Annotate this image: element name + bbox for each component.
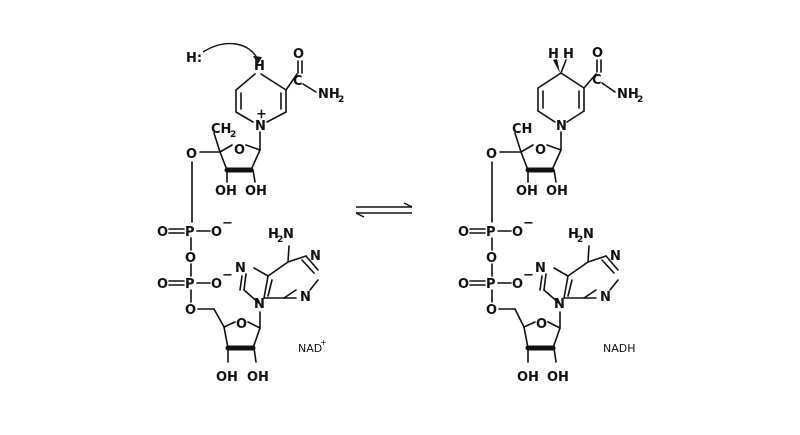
ring-h-plain: H	[563, 47, 574, 62]
nadh-adenine-ring	[539, 245, 619, 305]
nadh-upper-ester-o: O	[486, 147, 497, 162]
hydride-attack-arrow	[202, 42, 259, 61]
nadh-upper-oh-1: OH	[516, 184, 538, 199]
pyridinium-n-label: N	[255, 119, 266, 134]
nadh-amide-o-label: O	[592, 46, 603, 61]
hashed-h-bond	[553, 59, 560, 73]
bridge-o: O	[185, 251, 196, 266]
nadh-adenine-n9: N	[554, 297, 565, 312]
adenine-amino-n: N	[283, 227, 294, 242]
p2-dbl-o: O	[157, 277, 168, 292]
adenine-amino-h: H	[268, 227, 279, 242]
amide-o-label: O	[293, 47, 304, 62]
nad-plus-molecule: H: H N + C O NH 2	[157, 42, 344, 385]
dihydropyridine-ring	[537, 72, 585, 123]
nadh-amide-c-label: C	[592, 73, 602, 88]
lower-ester-o: O	[185, 303, 196, 318]
nadh-phosphorus-2: P	[486, 277, 496, 292]
upper-oh-2: OH	[245, 184, 267, 199]
adenine-n9: N	[254, 297, 265, 312]
lower-oh-1: OH	[216, 370, 238, 385]
nadh-lower-ribose	[523, 311, 561, 363]
ring-h-wedge: H	[548, 47, 559, 62]
pyridinium-ring	[235, 73, 287, 123]
lower-ribose	[223, 311, 261, 363]
adenine-n3: N	[300, 290, 311, 305]
nadh-p2-dbl-o: O	[458, 277, 469, 292]
arrow-head	[253, 56, 262, 64]
caption-nad-plus-sup: +	[320, 338, 327, 347]
upper-oh-1: OH	[215, 184, 237, 199]
dihydropyridine-n-label: N	[556, 119, 567, 134]
nadh-adenine-amino-sub2: 2	[577, 235, 583, 245]
hydride-label: H:	[186, 51, 202, 66]
upper-ester-o: O	[186, 147, 197, 162]
lower-ribose-o-label: O	[236, 317, 247, 332]
amide-sub2: 2	[338, 95, 344, 105]
upper-ch2-sub2: 2	[230, 130, 236, 140]
nadh-lower-oh-1: OH	[517, 370, 539, 385]
p1-o-minus: O	[211, 225, 222, 240]
upper-ch2-label: CH	[211, 122, 231, 137]
nadh-p1-dbl-o: O	[458, 225, 469, 240]
positive-charge: +	[256, 107, 267, 122]
phosphorus-1: P	[185, 225, 195, 240]
nadh-p2-o-minus: O	[512, 277, 523, 292]
adenine-n1: N	[310, 249, 321, 264]
amide-bond	[285, 73, 298, 91]
nadh-adenine-n7: N	[535, 261, 546, 276]
nadh-upper-ribose-o: O	[535, 143, 546, 158]
nadh-molecule: H H N C O NH 2	[458, 46, 643, 385]
nadh-p1-minus: −	[523, 216, 534, 231]
nadh-upper-oh-2: OH	[546, 184, 568, 199]
nadh-adenine-n1: N	[610, 249, 621, 264]
nadh-amide-sub2: 2	[637, 95, 643, 105]
nadh-p1-o-minus: O	[512, 225, 523, 240]
p2-o-minus: O	[211, 277, 222, 292]
p2-minus: −	[222, 268, 233, 283]
upper-ribose	[199, 131, 261, 183]
nadh-upper-ch2: CH	[512, 122, 532, 137]
nadh-upper-ribose	[499, 131, 562, 183]
adenine-amino-sub2: 2	[277, 235, 283, 245]
adenine-n7: N	[235, 261, 246, 276]
nadh-lower-ribose-o: O	[536, 317, 547, 332]
equilibrium-arrows	[355, 202, 413, 218]
caption-nadh: NADH	[603, 342, 636, 355]
amide-c-label: C	[293, 74, 303, 89]
nadh-lower-oh-2: OH	[547, 370, 569, 385]
nadh-phosphorus-1: P	[486, 225, 496, 240]
nadh-adenine-amino-n: N	[583, 227, 594, 242]
nadh-lower-ester-o: O	[486, 303, 497, 318]
adenine-ring	[239, 245, 319, 305]
ring-h-label: H	[254, 59, 265, 74]
nadh-p2-minus: −	[523, 268, 534, 283]
lower-oh-2: OH	[247, 370, 269, 385]
p1-minus: −	[222, 216, 233, 231]
upper-ribose-o-label: O	[234, 143, 245, 158]
nadh-amide-nh-label: NH	[617, 87, 639, 102]
caption-nad-plus: NAD	[298, 342, 322, 355]
p1-dbl-o: O	[157, 225, 168, 240]
nadh-adenine-n3: N	[600, 290, 611, 305]
nadh-adenine-amino-h: H	[568, 227, 579, 242]
nadh-bridge-o: O	[486, 251, 497, 266]
amide-nh-label: NH	[318, 87, 340, 102]
phosphorus-2: P	[185, 277, 195, 292]
